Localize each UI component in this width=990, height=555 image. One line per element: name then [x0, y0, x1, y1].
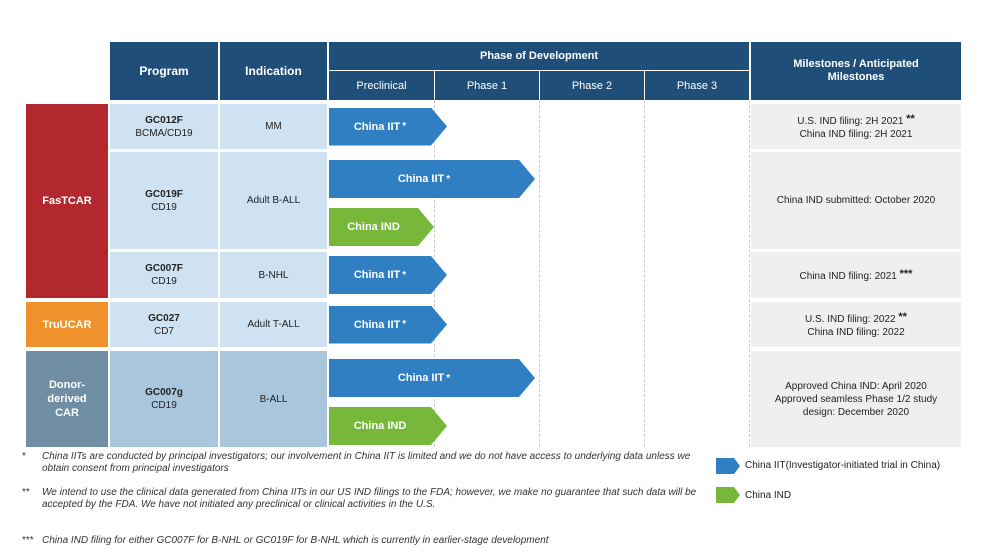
progress-arrow-star: * — [402, 121, 407, 132]
indication-label: B-NHL — [258, 269, 289, 281]
indication-cell-gc027: Adult T-ALL — [220, 302, 327, 347]
phase-1-label: Phase 1 — [466, 79, 508, 92]
milestone-line: design: December 2020 — [802, 406, 910, 418]
phase-2-divider — [539, 100, 540, 447]
phase-3-divider — [644, 100, 645, 447]
footnote-mark: *** — [22, 535, 34, 546]
progress-arrow-label: China IIT — [397, 372, 445, 384]
indication-cell-gc012f: MM — [220, 104, 327, 149]
progress-arrow-star: * — [446, 372, 451, 384]
program-cell-gc027: GC027 CD7 — [110, 302, 218, 347]
phase-preclinical-header: Preclinical — [329, 70, 434, 100]
phase-2-header: Phase 2 — [539, 70, 644, 100]
milestone-cell-gc019f: China IND submitted: October 2020 — [751, 152, 961, 249]
progress-arrow: China IIT* — [329, 305, 447, 344]
footnote-mark: * — [22, 451, 26, 462]
progress-arrow: China IND — [329, 208, 434, 246]
milestone-cell-gc012f: U.S. IND filing: 2H 2021 ** China IND fi… — [751, 104, 961, 149]
phase-preclinical-label: Preclinical — [356, 79, 407, 92]
footnote-3: *** China IND filing for either GC007F f… — [22, 535, 722, 547]
indication-cell-gc007f: B-NHL — [220, 252, 327, 298]
indication-header-label: Indication — [245, 64, 302, 78]
indication-label: Adult T-ALL — [247, 319, 300, 330]
progress-arrow: China IIT* — [329, 359, 535, 397]
legend-china-ind: China IND — [716, 487, 916, 503]
footnote-1: * China IITs are conducted by principal … — [22, 451, 712, 475]
milestone-line: U.S. IND filing: 2022 ** — [805, 310, 907, 325]
progress-arrow-label: China IND — [353, 420, 407, 432]
milestone-line: China IND submitted: October 2020 — [776, 195, 936, 206]
indication-cell-gc007g: B-ALL — [220, 351, 327, 447]
progress-arrow-label: China IIT — [397, 173, 445, 185]
platform-trucar-label: TruUCAR — [42, 318, 92, 331]
indication-label: B-ALL — [259, 393, 288, 405]
milestone-line: China IND filing: 2022 — [807, 326, 905, 338]
program-name: GC019F — [145, 188, 183, 200]
program-target: CD19 — [151, 400, 177, 411]
legend-label: China IND — [745, 490, 792, 501]
footnote-2: ** We intend to use the clinical data ge… — [22, 487, 712, 511]
footnote-mark: ** — [22, 487, 30, 498]
indication-label: MM — [265, 121, 282, 132]
progress-arrow: China IIT* — [329, 256, 447, 294]
program-header-label: Program — [139, 64, 189, 78]
progress-arrow-label: China IND — [347, 221, 400, 233]
milestone-line: U.S. IND filing: 2H 2021 ** — [797, 112, 915, 127]
milestones-header-label: Milestones / Anticipated Milestones — [793, 58, 919, 83]
legend-label: China IIT(Investigator-initiated trial i… — [745, 460, 941, 471]
phase-2-label: Phase 2 — [571, 79, 613, 92]
legend-green-arrow-icon — [716, 487, 740, 503]
program-cell-gc007g: GC007g CD19 — [110, 351, 218, 447]
program-header: Program — [110, 42, 218, 100]
progress-arrow-label: China IIT — [353, 318, 401, 331]
milestone-cell-gc027: U.S. IND filing: 2022 ** China IND filin… — [751, 302, 961, 347]
platform-fastcar-label: FasTCAR — [42, 195, 92, 207]
progress-arrow-star: * — [402, 269, 407, 281]
indication-cell-gc019f: Adult B-ALL — [220, 152, 327, 249]
program-target: CD19 — [151, 201, 177, 213]
footnote-text: China IITs are conducted by principal in… — [42, 451, 691, 474]
platform-donor-derived-car-label: Donor-derived CAR — [47, 379, 87, 419]
program-name: GC012F — [145, 114, 183, 126]
milestone-cell-gc007f: China IND filing: 2021 *** — [751, 252, 961, 298]
progress-arrow: China IND — [329, 407, 447, 445]
milestone-line: Approved China IND: April 2020 — [785, 380, 927, 392]
legend-china-iit: China IIT(Investigator-initiated trial i… — [716, 458, 986, 474]
legend-blue-arrow-icon — [716, 458, 740, 474]
platform-donor-derived-car: Donor-derived CAR — [26, 351, 108, 447]
milestone-line: Approved seamless Phase 1/2 study — [774, 393, 938, 405]
phase-end-divider — [749, 100, 750, 447]
phase-3-label: Phase 3 — [676, 79, 718, 92]
program-cell-gc019f: GC019F CD19 — [110, 152, 218, 249]
footnote-text: We intend to use the clinical data gener… — [42, 487, 697, 510]
footnote-text: China IND filing for either GC007F for B… — [42, 535, 549, 546]
program-target: CD7 — [153, 325, 174, 337]
milestone-line: China IND filing: 2H 2021 — [799, 128, 913, 140]
platform-fastcar: FasTCAR — [26, 104, 108, 298]
progress-arrow-label: China IIT — [353, 269, 401, 281]
program-name: GC007g — [145, 387, 183, 398]
progress-arrow-label: China IIT — [353, 120, 401, 133]
milestone-cell-gc007g: Approved China IND: April 2020 Approved … — [751, 351, 961, 447]
platform-trucar: TruUCAR — [26, 302, 108, 347]
progress-arrow: China IIT* — [329, 160, 535, 198]
program-cell-gc012f: GC012F BCMA/CD19 — [110, 104, 218, 149]
phase-of-development-header: Phase of Development — [329, 42, 749, 70]
progress-arrow-star: * — [402, 319, 407, 330]
progress-arrow-star: * — [446, 173, 451, 185]
indication-header: Indication — [220, 42, 327, 100]
program-name: GC027 — [148, 312, 180, 324]
milestones-header: Milestones / Anticipated Milestones — [751, 42, 961, 100]
progress-arrow: China IIT* — [329, 107, 447, 146]
milestone-line: China IND filing: 2021 *** — [799, 267, 913, 282]
program-name: GC007F — [145, 263, 183, 274]
program-cell-gc007f: GC007F CD19 — [110, 252, 218, 298]
program-target: CD19 — [151, 276, 177, 287]
phase-3-header: Phase 3 — [644, 70, 749, 100]
phase-of-development-label: Phase of Development — [480, 50, 598, 62]
program-target: BCMA/CD19 — [135, 127, 193, 139]
indication-label: Adult B-ALL — [246, 195, 301, 206]
phase-1-header: Phase 1 — [434, 70, 539, 100]
